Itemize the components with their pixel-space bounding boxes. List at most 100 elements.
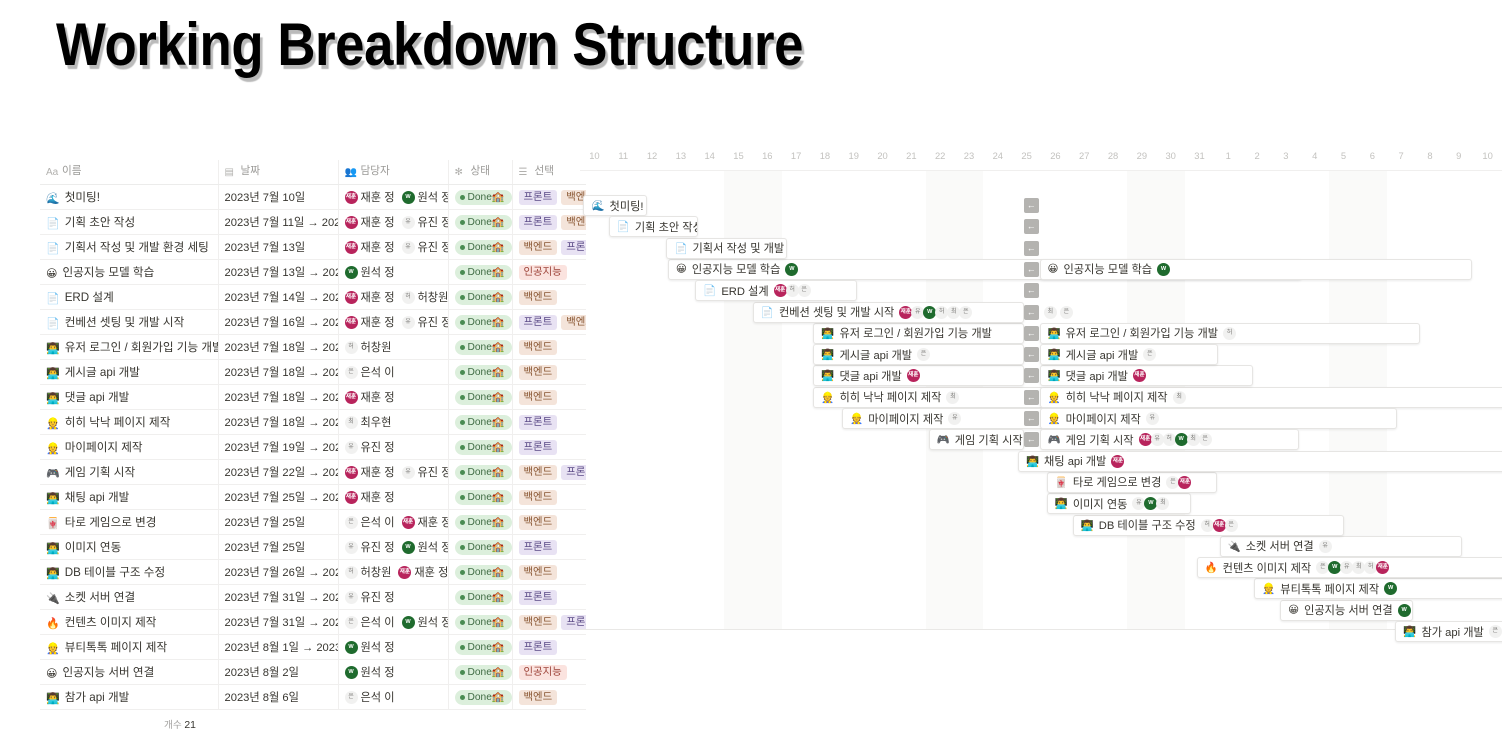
- cell-select[interactable]: 백엔드: [512, 559, 586, 585]
- cell-select[interactable]: 프론트백엔드: [512, 209, 586, 235]
- cell-status[interactable]: Done🏫: [448, 209, 513, 235]
- cell-date[interactable]: 2023년 7월 31일 → 2023년: [218, 584, 339, 610]
- cell-status[interactable]: Done🏫: [448, 284, 513, 310]
- cell-date[interactable]: 2023년 7월 11일 → 2023년: [218, 209, 339, 235]
- gantt-bar[interactable]: 🌊첫미팅!재훈W허최은: [583, 195, 647, 216]
- cell-select[interactable]: 프론트: [512, 584, 586, 610]
- cell-status[interactable]: Done🏫: [448, 484, 513, 510]
- cell-select[interactable]: 백엔드프론트: [512, 609, 586, 635]
- cell-name[interactable]: 📄기획서 작성 및 개발 환경 세팅: [40, 234, 219, 260]
- cell-select[interactable]: 백엔드: [512, 509, 586, 535]
- scroll-left-arrow-icon[interactable]: ←: [1023, 325, 1039, 341]
- cell-name[interactable]: 👨‍💻채팅 api 개발: [40, 484, 219, 510]
- cell-status[interactable]: Done🏫: [448, 309, 513, 335]
- cell-date[interactable]: 2023년 7월 19일 → 2023년: [218, 434, 339, 460]
- scroll-left-arrow-icon[interactable]: ←: [1023, 304, 1039, 320]
- scroll-left-arrow-icon[interactable]: ←: [1023, 389, 1039, 405]
- cell-name[interactable]: 👷히히 낙낙 페이지 제작: [40, 409, 219, 435]
- column-header-담당자[interactable]: 👥담당자: [338, 160, 449, 185]
- cell-date[interactable]: 2023년 8월 2일: [218, 659, 339, 685]
- cell-name[interactable]: 🌊첫미팅!: [40, 184, 219, 210]
- cell-date[interactable]: 2023년 8월 1일 → 2023년: [218, 634, 339, 660]
- column-header-상태[interactable]: ✻상태: [448, 160, 513, 185]
- cell-select[interactable]: 프론트백엔드: [512, 309, 586, 335]
- cell-status[interactable]: Done🏫: [448, 409, 513, 435]
- cell-status[interactable]: Done🏫: [448, 359, 513, 385]
- cell-status[interactable]: Done🏫: [448, 684, 513, 710]
- cell-date[interactable]: 2023년 7월 26일 → 2023년: [218, 559, 339, 585]
- column-header-날짜[interactable]: ▤날짜: [218, 160, 339, 185]
- cell-name[interactable]: 👨‍💻게시글 api 개발: [40, 359, 219, 385]
- cell-select[interactable]: 프론트: [512, 534, 586, 560]
- cell-select[interactable]: 백엔드: [512, 359, 586, 385]
- cell-status[interactable]: Done🏫: [448, 559, 513, 585]
- cell-select[interactable]: 백엔드: [512, 284, 586, 310]
- scroll-left-arrow-icon[interactable]: ←: [1023, 261, 1039, 277]
- cell-date[interactable]: 2023년 7월 22일 → 2023년: [218, 459, 339, 485]
- cell-select[interactable]: 백엔드: [512, 334, 586, 360]
- cell-status[interactable]: Done🏫: [448, 609, 513, 635]
- cell-date[interactable]: 2023년 7월 31일 → 2023년: [218, 609, 339, 635]
- cell-date[interactable]: 2023년 7월 14일 → 2023년: [218, 284, 339, 310]
- cell-date[interactable]: 2023년 7월 25일 → 2023년: [218, 484, 339, 510]
- cell-select[interactable]: 백엔드프론트: [512, 234, 586, 260]
- cell-name[interactable]: 🀄타로 게임으로 변경: [40, 509, 219, 535]
- gantt-bar[interactable]: 📄기획 초안 작성재훈유W허최은: [608, 216, 699, 238]
- cell-date[interactable]: 2023년 7월 13일: [218, 234, 339, 260]
- cell-select[interactable]: 프론트: [512, 409, 586, 435]
- scroll-left-arrow-icon[interactable]: ←: [1023, 198, 1039, 213]
- cell-name[interactable]: 👷뷰티톡톡 페이지 제작: [40, 634, 219, 660]
- cell-name[interactable]: 🔥컨텐츠 이미지 제작: [40, 609, 219, 635]
- cell-select[interactable]: 백엔드프론트: [512, 459, 586, 485]
- cell-date[interactable]: 2023년 7월 18일 → 2023년: [218, 384, 339, 410]
- scroll-left-arrow-icon[interactable]: ←: [1023, 219, 1039, 235]
- gantt-bar[interactable]: 🎮게임 기획 시작: [928, 429, 1024, 451]
- cell-status[interactable]: Done🏫: [448, 184, 513, 210]
- scroll-left-arrow-icon[interactable]: ←: [1023, 240, 1039, 256]
- scroll-left-arrow-icon[interactable]: ←: [1023, 368, 1039, 384]
- cell-status[interactable]: Done🏫: [448, 534, 513, 560]
- cell-name[interactable]: 😀인공지능 서버 연결: [40, 659, 219, 685]
- cell-date[interactable]: 2023년 7월 10일: [218, 184, 339, 210]
- cell-name[interactable]: 📄컨베션 셋팅 및 개발 시작: [40, 309, 219, 335]
- cell-name[interactable]: 🔌소켓 서버 연결: [40, 584, 219, 610]
- cell-status[interactable]: Done🏫: [448, 509, 513, 535]
- cell-status[interactable]: Done🏫: [448, 234, 513, 260]
